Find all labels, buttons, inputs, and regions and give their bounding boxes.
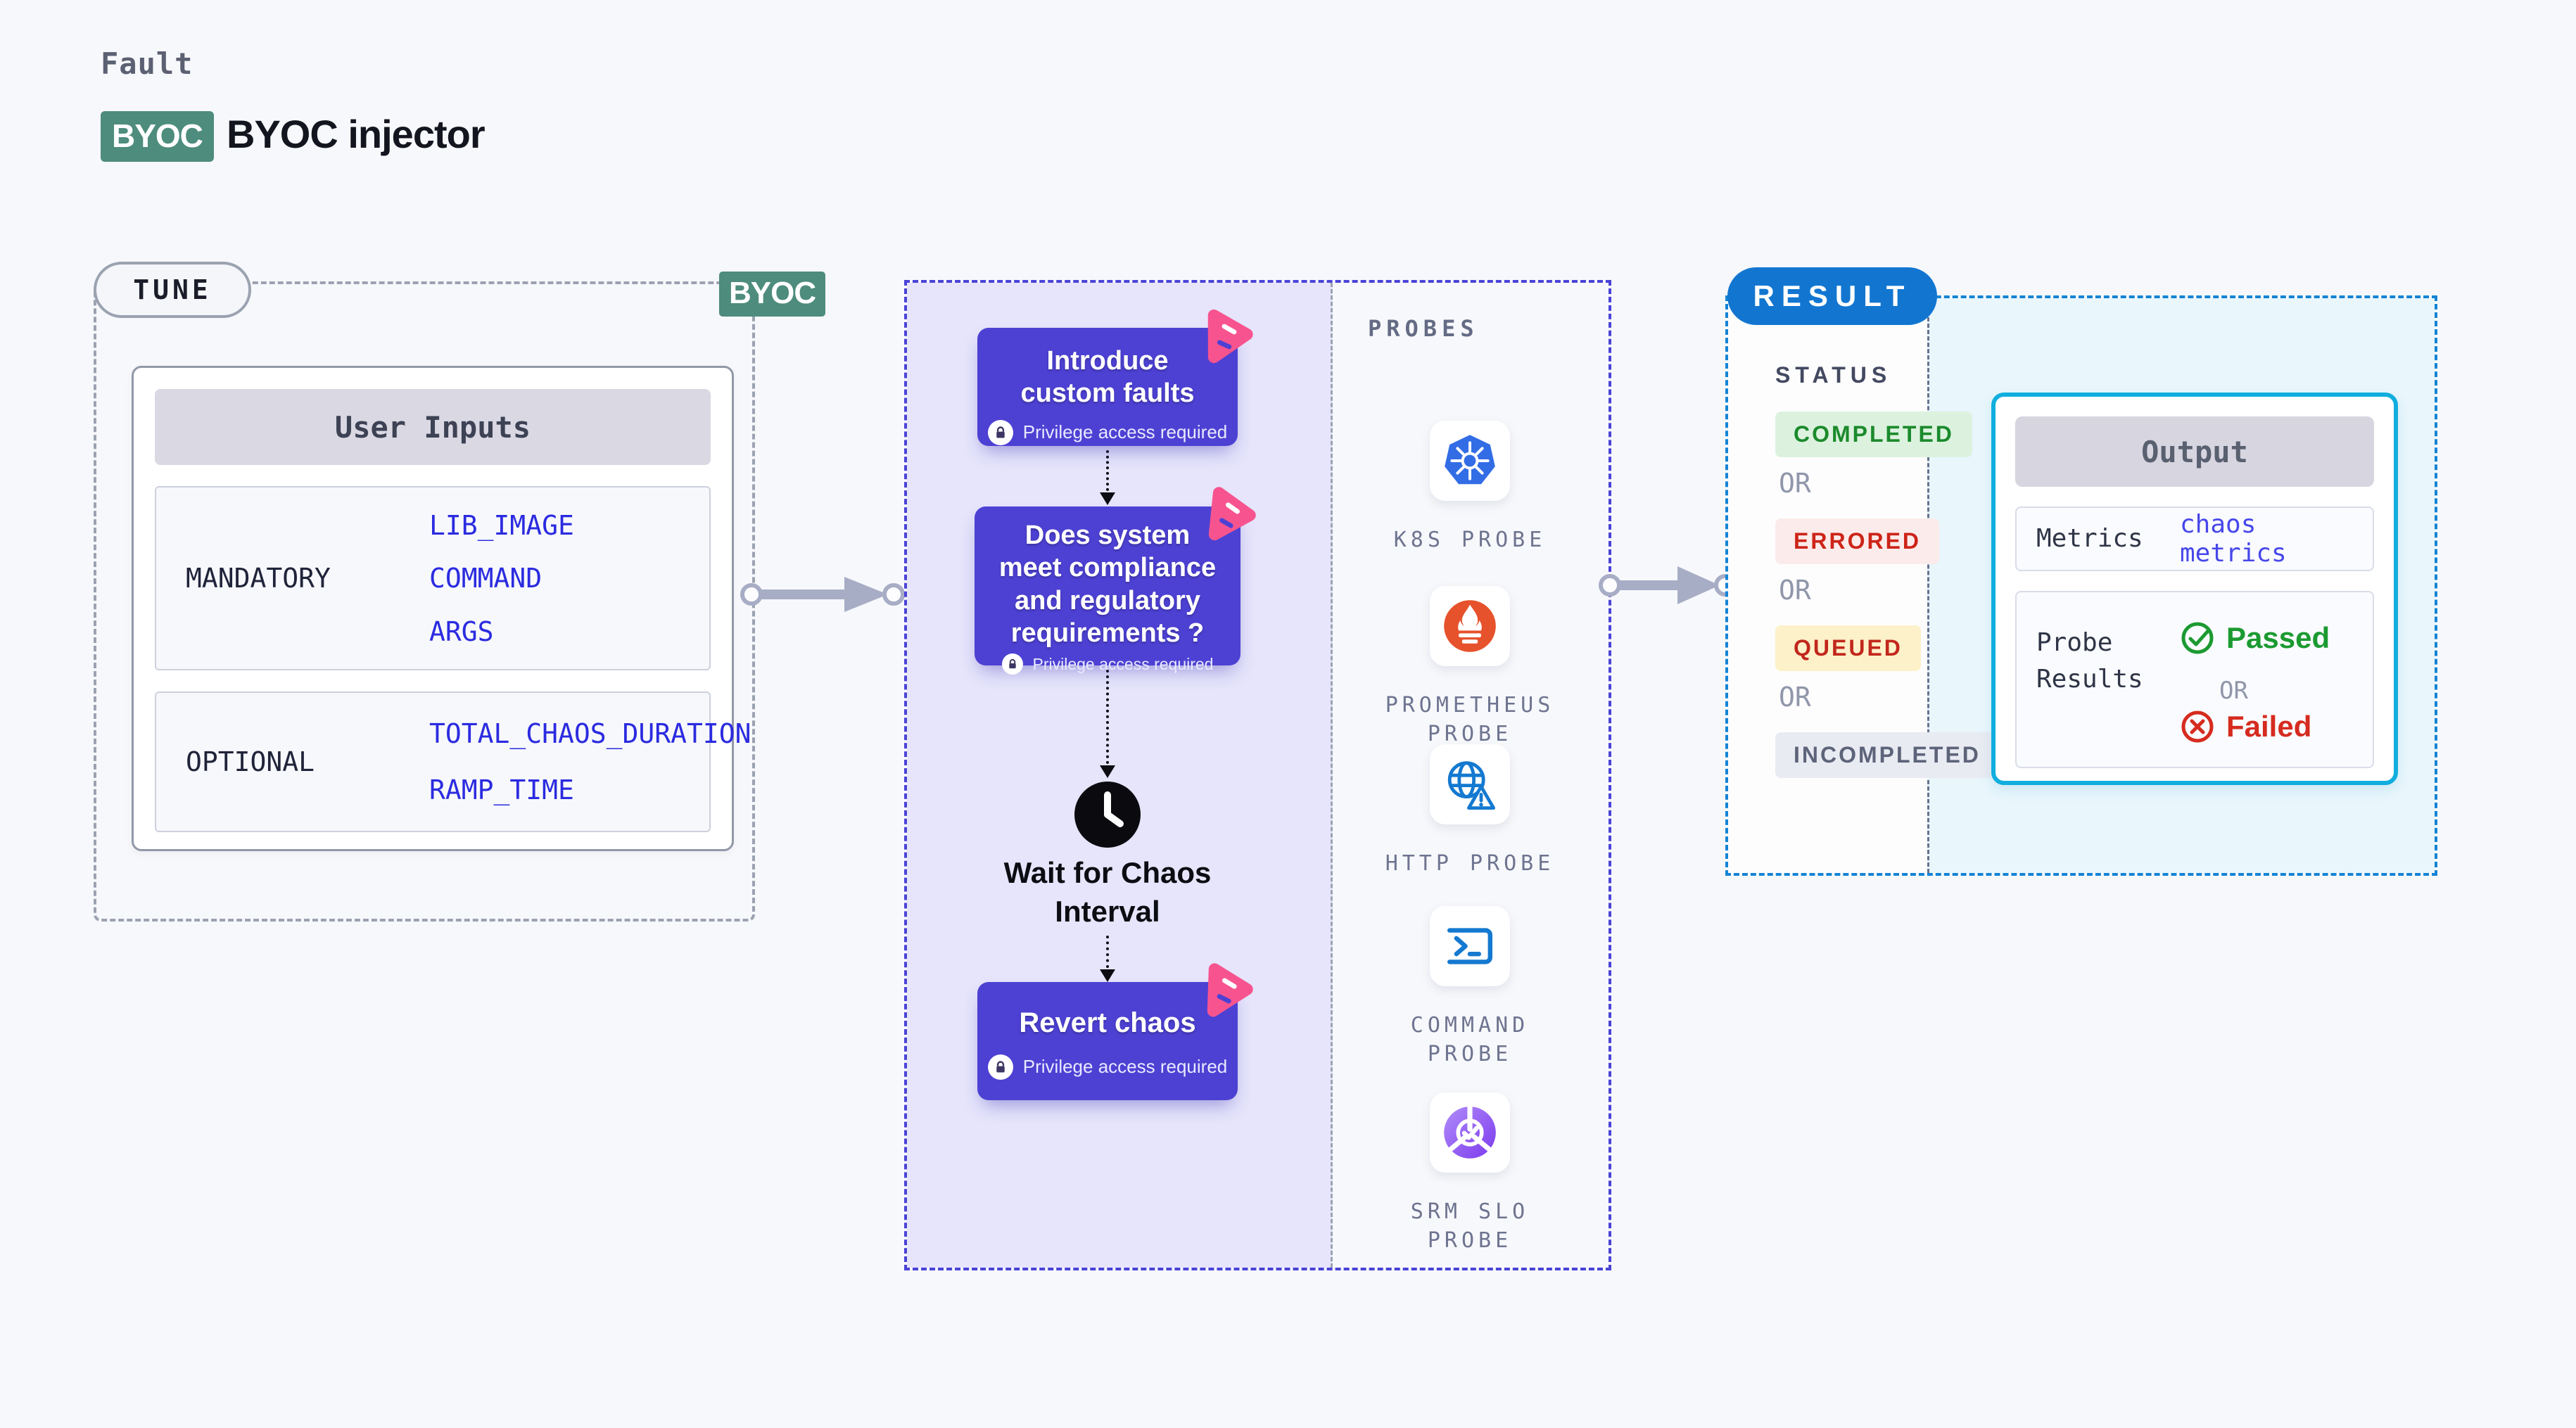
optional-label: OPTIONAL [186, 746, 315, 777]
page-title: BYOC injector [227, 112, 486, 156]
status-title: STATUS [1775, 362, 1892, 388]
byoc-header-badge: BYOC [101, 111, 214, 162]
user-inputs-header: User Inputs [155, 389, 711, 465]
flow-connector [1106, 450, 1109, 491]
terminal-icon [1447, 928, 1492, 964]
flow-connector [1106, 936, 1109, 968]
env-var: TOTAL_CHAOS_DURATION [429, 718, 751, 749]
check-circle-icon [2181, 622, 2214, 654]
flow-connector-arrowhead-icon [1100, 969, 1115, 982]
failed-label: Failed [2226, 710, 2312, 743]
optional-values: TOTAL_CHAOS_DURATION RAMP_TIME [429, 693, 751, 831]
flow-connector-arrowhead-icon [1100, 492, 1115, 505]
or-separator: OR [1779, 575, 1811, 606]
privilege-row: Privilege access required [977, 1054, 1238, 1080]
chaos-pin-icon [1207, 963, 1253, 1017]
privilege-note: Privilege access required [1022, 1056, 1228, 1078]
globe-warning-icon [1447, 761, 1495, 810]
lock-icon [987, 419, 1013, 445]
failed-line: Failed [2180, 709, 2311, 744]
probe-label: SRM SLO PROBE [1410, 1199, 1530, 1253]
passed-line: Passed [2180, 620, 2330, 656]
env-var: ARGS [429, 616, 494, 647]
probe-label: HTTP PROBE [1385, 851, 1555, 876]
or-separator: OR [2219, 677, 2248, 705]
result-section-label: RESULT [1727, 267, 1937, 325]
or-separator: OR [1779, 682, 1811, 713]
flow-connector-arrowhead-icon [1100, 765, 1115, 778]
execution-flow-area [907, 283, 1333, 1268]
step-title: Revert chaos [1019, 1007, 1196, 1038]
lock-icon [1001, 654, 1023, 675]
lock-icon [987, 1054, 1013, 1080]
prometheus-probe-card [1430, 586, 1510, 666]
step-title: Introduce custom faults [1020, 346, 1195, 409]
status-badge-incompleted: INCOMPLETED [1775, 732, 1999, 778]
command-probe-card [1430, 906, 1510, 986]
result-label-text: RESULT [1753, 279, 1912, 312]
status-badge-queued: QUEUED [1775, 625, 1921, 671]
step-compliance-check: Does system meet compliance and regulato… [975, 487, 1256, 675]
step-revert-chaos: Revert chaos Privilege access required [977, 963, 1253, 1100]
env-var: COMMAND [429, 563, 543, 594]
http-probe-card [1430, 744, 1510, 824]
user-inputs-card: User Inputs MANDATORY LIB_IMAGE COMMAND … [132, 366, 751, 851]
env-var: RAMP_TIME [429, 774, 574, 805]
metrics-label: Metrics [2036, 523, 2143, 553]
output-header: Output [2015, 416, 2374, 487]
chaos-pin-icon [1208, 487, 1256, 541]
probe-label: K8S PROBE [1393, 528, 1547, 552]
fault-kicker: Fault [101, 46, 193, 81]
execution-section-box: Introduce custom faults Privilege access… [904, 280, 1611, 1270]
k8s-probe-card [1430, 421, 1510, 501]
status-badge-errored: ERRORED [1775, 518, 1940, 564]
step-title: Does system meet compliance and regulato… [998, 521, 1217, 649]
step-introduce-custom-faults: Introduce custom faults Privilege access… [977, 309, 1253, 446]
passed-label: Passed [2226, 621, 2330, 654]
metrics-row: Metrics chaos metrics [2015, 506, 2374, 571]
metrics-value-link[interactable]: chaos metrics [2180, 510, 2287, 568]
privilege-note: Privilege access required [1022, 421, 1228, 443]
status-badge-completed: COMPLETED [1775, 412, 1972, 457]
output-title: Output [2141, 434, 2248, 469]
tune-section-label: TUNE [94, 262, 251, 318]
x-circle-icon [2181, 710, 2214, 743]
privilege-row: Privilege access required [977, 419, 1238, 445]
srm-slo-probe-card [1430, 1092, 1510, 1173]
chaos-pin-icon [1207, 309, 1253, 364]
tune-label-text: TUNE [133, 274, 212, 305]
probes-section-label: PROBES [1368, 315, 1479, 342]
srm-slo-icon [1444, 1104, 1496, 1159]
mandatory-label: MANDATORY [186, 563, 331, 594]
or-separator: OR [1779, 468, 1811, 499]
byoc-tag: BYOC [719, 272, 826, 317]
optional-row: OPTIONAL TOTAL_CHAOS_DURATION RAMP_TIME [155, 691, 751, 832]
arrow-tune-to-execution-icon [740, 577, 905, 612]
probe-results-row: Probe Results Passed OR Failed [2015, 591, 2374, 768]
flow-connector [1106, 670, 1109, 764]
prometheus-icon [1444, 600, 1496, 652]
probe-results-label: Probe Results [2036, 628, 2143, 694]
output-card: Output Metrics chaos metrics Probe Resul… [1991, 393, 2398, 785]
arrow-probes-to-result-icon [1599, 566, 1737, 604]
user-inputs-title: User Inputs [334, 409, 531, 445]
env-var: LIB_IMAGE [429, 509, 574, 541]
clock-icon [1074, 782, 1141, 848]
kubernetes-icon [1445, 435, 1495, 485]
probe-label: PROMETHEUS PROBE [1385, 693, 1555, 746]
wait-for-chaos-interval-label: Wait for Chaos Interval [1003, 856, 1212, 928]
privilege-note: Privilege access required [1032, 654, 1214, 673]
privilege-row: Privilege access required [975, 654, 1241, 675]
mandatory-values: LIB_IMAGE COMMAND ARGS [429, 487, 574, 669]
probe-label: COMMAND PROBE [1410, 1013, 1530, 1066]
mandatory-row: MANDATORY LIB_IMAGE COMMAND ARGS [155, 486, 711, 670]
